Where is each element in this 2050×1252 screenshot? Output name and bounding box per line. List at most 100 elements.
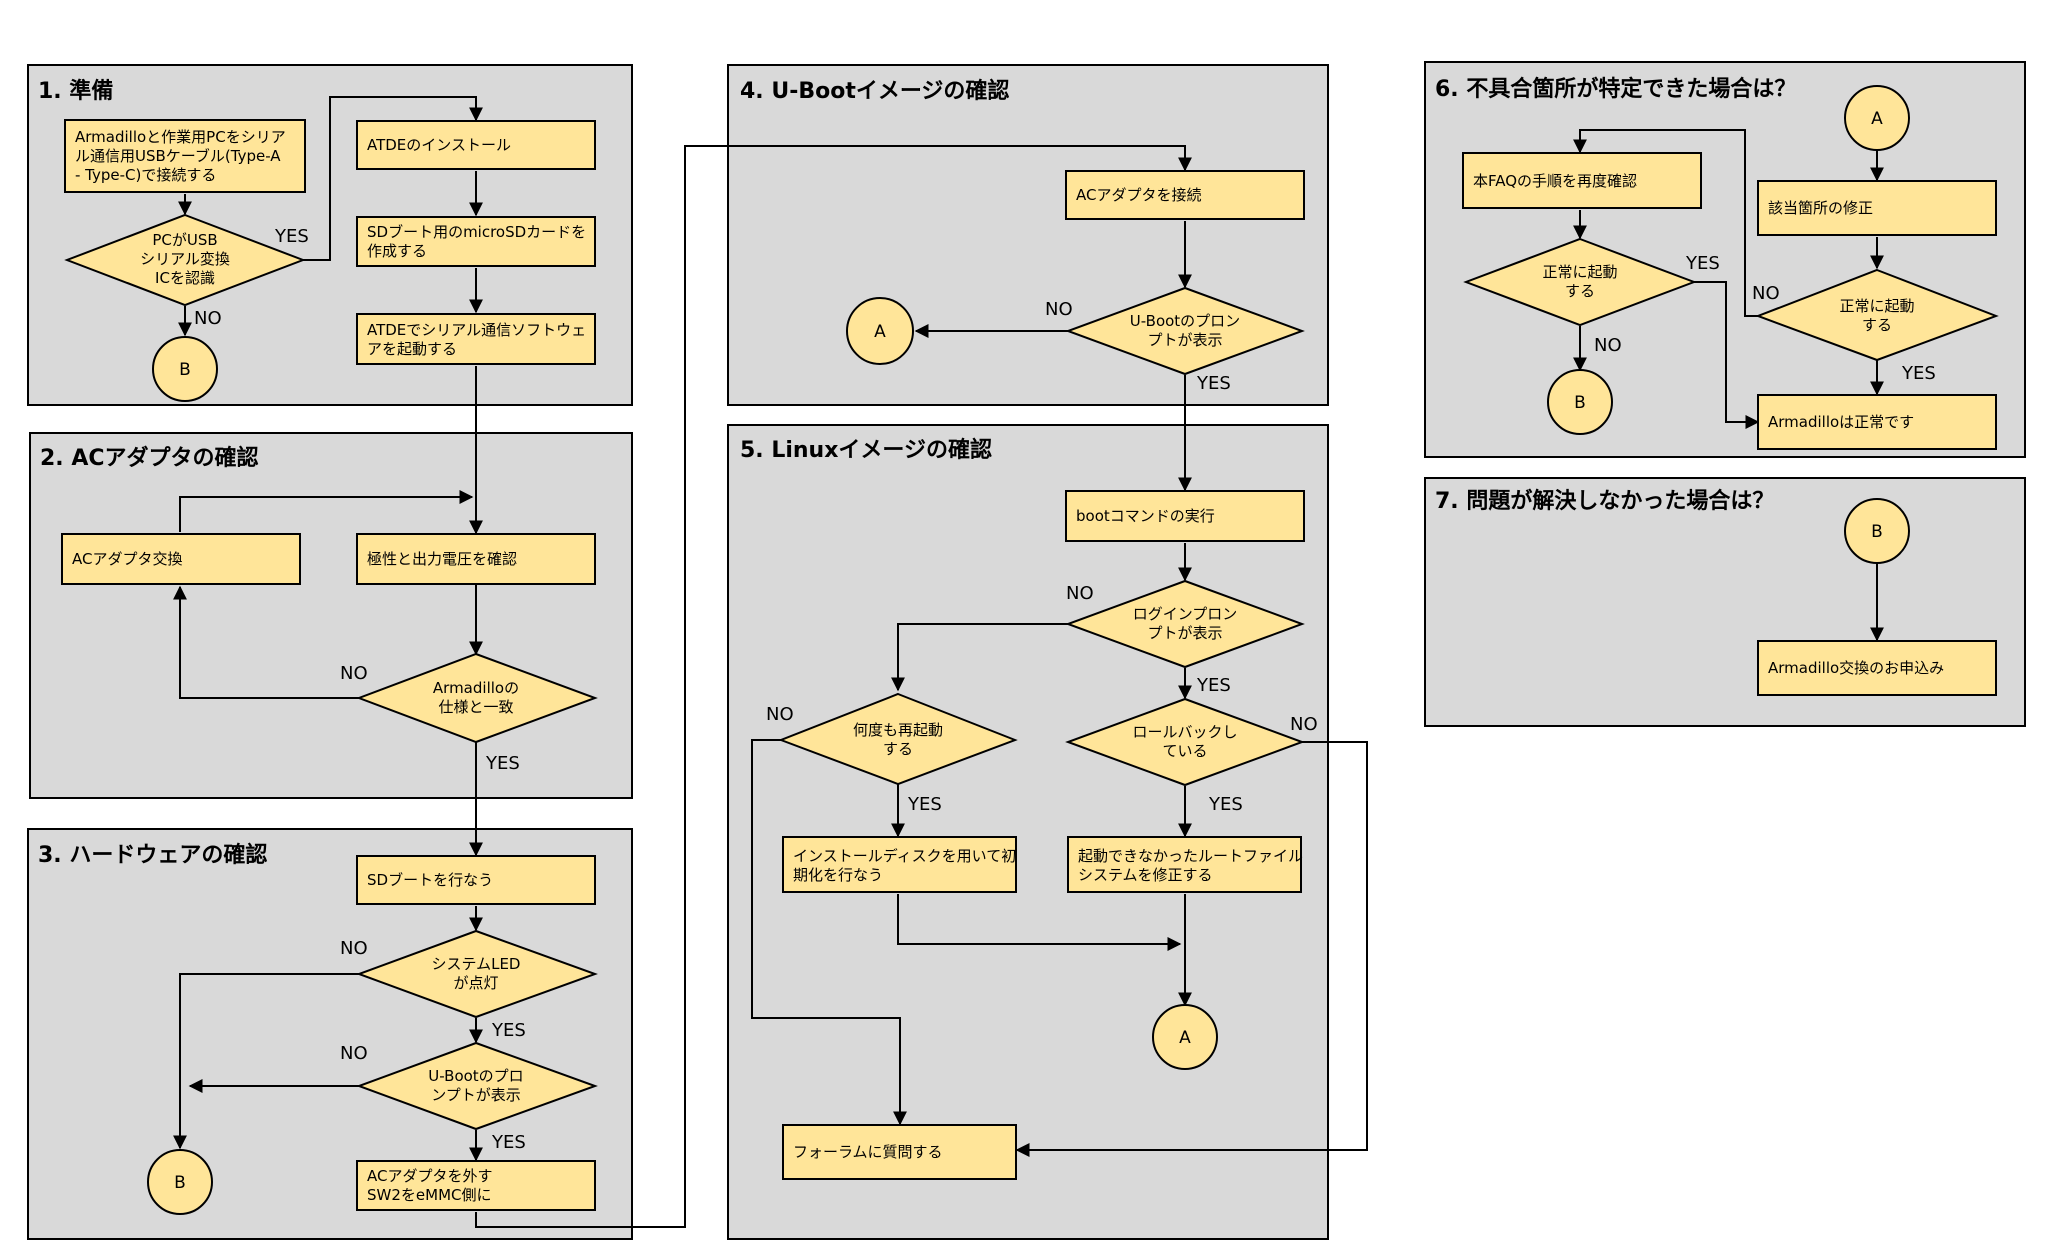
section-3-title: 3. ハードウェアの確認 <box>38 842 267 868</box>
node-text: Armadilloと作業用PCをシリア <box>75 128 286 146</box>
svg-text:ACアダプタを接続: ACアダプタを接続 <box>1076 186 1201 204</box>
section-5-title: 5. Linuxイメージの確認 <box>740 437 992 463</box>
connector-label: A <box>1871 109 1883 129</box>
node-text: 起動できなかったルートファイル <box>1078 847 1303 865</box>
node-text: インストールディスクを用いて初 <box>793 847 1016 865</box>
node-fix-rootfs: 起動できなかったルートファイルシステムを修正する <box>1067 836 1303 893</box>
node-connect-serial: Armadilloと作業用PCをシリアル通信用USBケーブル(Type-A- T… <box>64 119 306 193</box>
decision-uboot-prompt-3: U-Bootのプロンプトが表示 <box>356 1041 598 1131</box>
section-6-title: 6. 不具合箇所が特定できた場合は？ <box>1435 76 1796 102</box>
node-text: アを起動する <box>367 340 457 358</box>
node-text: 本FAQの手順を再度確認 <box>1473 172 1637 190</box>
node-check-voltage: 極性と出力電圧を確認 <box>356 533 596 585</box>
node-text: Armadilloの <box>433 679 519 697</box>
connector-b-section6: B <box>1547 369 1613 435</box>
connector-b-section3: B <box>147 1149 213 1215</box>
node-initialize: インストールディスクを用いて初期化を行なう <box>782 836 1017 893</box>
node-text: 該当箇所の修正 <box>1768 199 1873 217</box>
section-2-title: 2. ACアダプタの確認 <box>40 445 259 471</box>
node-text: する <box>1862 316 1892 334</box>
connector-b-section7: B <box>1844 498 1910 564</box>
edge-label-yes: YES <box>1196 373 1231 394</box>
section-7-title: 7. 問題が解決しなかった場合は？ <box>1435 488 1774 514</box>
node-text: SW2をeMMC側に <box>367 1186 491 1204</box>
connector-label: B <box>1574 393 1586 413</box>
node-ask-forum: フォーラムに質問する <box>782 1124 1017 1180</box>
decision-rollback: ロールバックしている <box>1065 697 1305 787</box>
svg-text:ACアダプタ交換: ACアダプタ交換 <box>72 550 182 568</box>
svg-text:Armadilloは正常です: Armadilloは正常です <box>1768 413 1914 431</box>
connector-label: B <box>174 1173 186 1193</box>
node-text: SDブートを行なう <box>367 871 493 889</box>
node-text: bootコマンドの実行 <box>1076 507 1215 525</box>
section-2-panel <box>29 432 633 799</box>
node-text: する <box>1565 282 1595 300</box>
decision-reboot-loop: 何度も再起動する <box>778 692 1018 786</box>
decision-boot-ok-1: 正常に起動する <box>1463 237 1697 327</box>
node-text: ATDEのインストール <box>367 136 511 154</box>
node-text: 仕様と一致 <box>438 698 513 716</box>
node-text: システムLED <box>432 955 521 973</box>
edge-label-yes: YES <box>1208 794 1243 815</box>
connector-b-section1: B <box>152 336 218 402</box>
svg-text:SDブート用のmicroSDカードを作成する: SDブート用のmicroSDカードを作成する <box>367 223 586 260</box>
node-text: 何度も再起動 <box>853 721 943 739</box>
node-text: ンプトが表示 <box>431 1086 521 1104</box>
node-text: PCがUSB <box>152 231 217 249</box>
svg-text:U-Bootのプロンプトが表示: U-Bootのプロンプトが表示 <box>1130 312 1240 349</box>
decision-uboot-prompt-4: U-Bootのプロンプトが表示 <box>1065 286 1305 376</box>
edge-label-no: NO <box>340 938 368 959</box>
node-boot-command: bootコマンドの実行 <box>1065 490 1305 542</box>
node-install-atde: ATDEのインストール <box>356 120 596 170</box>
node-text: プトが表示 <box>1147 624 1222 642</box>
edge-label-no: NO <box>194 308 222 329</box>
node-sd-boot: SDブートを行なう <box>356 855 596 905</box>
connector-a-section6: A <box>1844 85 1910 151</box>
edge-label-no: NO <box>1752 283 1780 304</box>
node-text: システムを修正する <box>1078 866 1213 884</box>
node-replace-adapter: ACアダプタ交換 <box>61 533 301 585</box>
node-text: U-Bootのプロン <box>1130 312 1240 330</box>
edge-label-yes: YES <box>1901 363 1936 384</box>
node-text: する <box>883 740 913 758</box>
connector-a-section5: A <box>1152 1004 1218 1070</box>
decision-boot-ok-2: 正常に起動する <box>1755 268 1999 362</box>
edge-label-yes: YES <box>491 1132 526 1153</box>
node-text: フォーラムに質問する <box>793 1143 943 1161</box>
svg-text:ロールバックしている: ロールバックしている <box>1132 723 1237 760</box>
svg-text:正常に起動する: 正常に起動する <box>1542 263 1617 300</box>
connector-label: A <box>1179 1028 1191 1048</box>
node-recheck-faq: 本FAQの手順を再度確認 <box>1462 152 1702 209</box>
svg-text:極性と出力電圧を確認: 極性と出力電圧を確認 <box>367 550 517 568</box>
node-request-replacement: Armadillo交換のお申込み <box>1757 640 1997 696</box>
section-4-title: 4. U-Bootイメージの確認 <box>740 78 1009 104</box>
decision-matches-spec: Armadilloの仕様と一致 <box>356 652 598 744</box>
node-text: 期化を行なう <box>793 866 883 884</box>
node-armadillo-ok: Armadilloは正常です <box>1757 394 1997 450</box>
svg-text:Armadilloと作業用PCをシリアル通信用USBケーブル: Armadilloと作業用PCをシリアル通信用USBケーブル(Type-A- T… <box>75 128 286 184</box>
node-text: ロールバックし <box>1132 723 1237 741</box>
node-text: Armadillo交換のお申込み <box>1768 659 1944 677</box>
node-text: ル通信用USBケーブル(Type-A <box>75 147 281 165</box>
svg-text:ATDEでシリアル通信ソフトウェアを起動する: ATDEでシリアル通信ソフトウェアを起動する <box>367 321 586 358</box>
node-text: 正常に起動 <box>1839 297 1914 315</box>
node-text: ACアダプタ交換 <box>72 550 182 568</box>
svg-text:正常に起動する: 正常に起動する <box>1839 297 1914 334</box>
edge-label-no: NO <box>1045 299 1073 320</box>
edge-label-yes: YES <box>485 753 520 774</box>
section-1-title: 1. 準備 <box>38 78 113 104</box>
node-connect-adapter: ACアダプタを接続 <box>1065 170 1305 220</box>
node-text: - Type-C)で接続する <box>75 166 216 184</box>
svg-text:起動できなかったルートファイルシステムを修正する: 起動できなかったルートファイルシステムを修正する <box>1078 847 1303 884</box>
node-text: 作成する <box>367 242 427 260</box>
edge-label-no: NO <box>340 663 368 684</box>
connector-label: B <box>179 360 191 380</box>
node-text: ている <box>1162 742 1207 760</box>
edge-label-no: NO <box>1594 335 1622 356</box>
connector-a-section4: A <box>846 297 914 365</box>
svg-text:ATDEのインストール: ATDEのインストール <box>367 136 511 154</box>
node-text: が点灯 <box>453 974 498 992</box>
